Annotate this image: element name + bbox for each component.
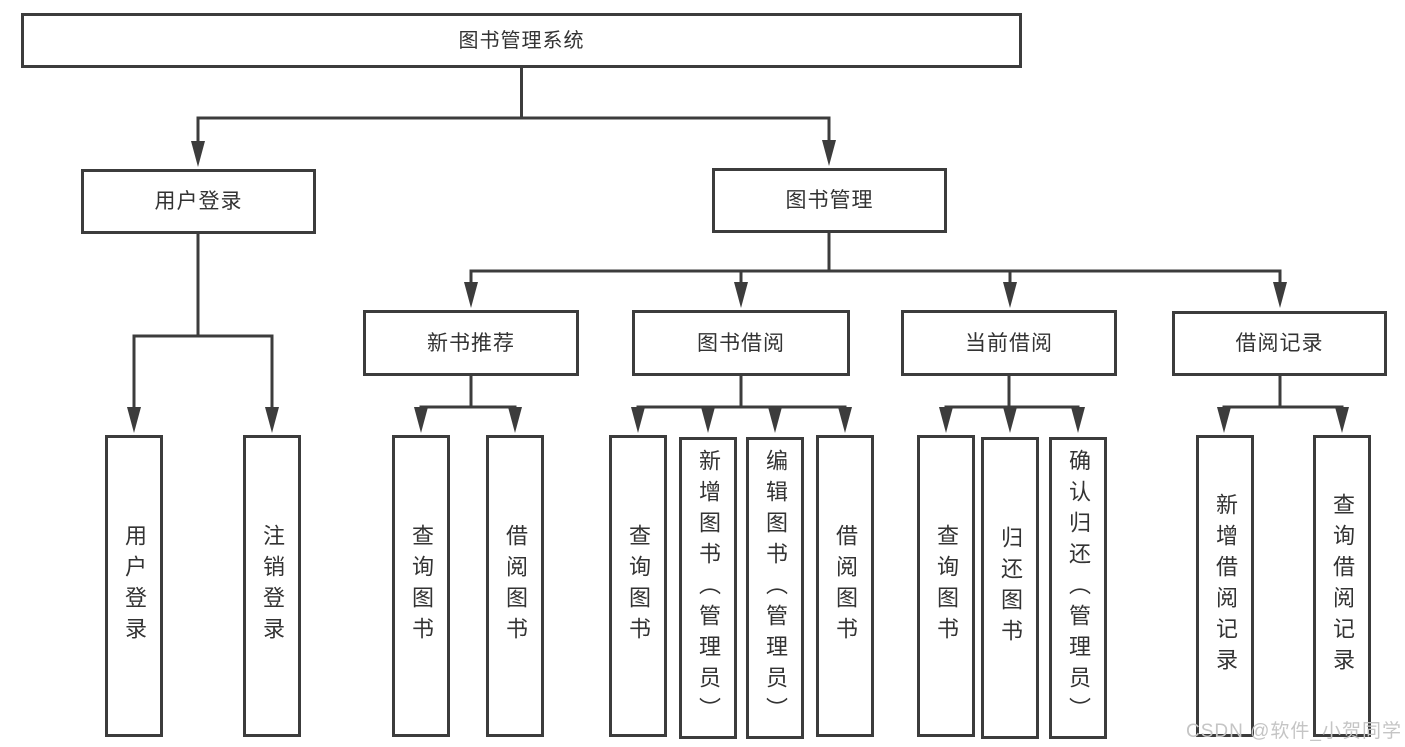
node-new-book-recommend-label: 新书推荐: [427, 331, 515, 355]
leaf-query-books-recommend: 查询图书: [392, 435, 450, 737]
leaf-add-borrow-record: 新增借阅记录: [1196, 435, 1254, 737]
leaf-query-books-recommend-label: 查询图书: [409, 524, 434, 648]
leaf-edit-book-admin-label: 编辑图书（管理员）: [763, 448, 788, 728]
leaf-user-login-label: 用户登录: [122, 524, 147, 648]
leaf-borrow-books: 借阅图书: [816, 435, 874, 737]
node-borrow-records-label: 借阅记录: [1235, 332, 1324, 355]
leaf-return-book: 归还图书: [981, 437, 1039, 739]
leaf-borrow-books-recommend: 借阅图书: [486, 435, 544, 737]
leaf-confirm-return-admin-label: 确认归还（管理员）: [1066, 448, 1091, 728]
node-book-management: 图书管理: [712, 168, 947, 233]
leaf-query-books-current: 查询图书: [917, 435, 975, 737]
leaf-add-borrow-record-label: 新增借阅记录: [1213, 493, 1238, 679]
node-new-book-recommend: 新书推荐: [363, 310, 579, 376]
node-user-login-label: 用户登录: [154, 190, 243, 213]
leaf-confirm-return-admin: 确认归还（管理员）: [1049, 437, 1107, 739]
leaf-logout: 注销登录: [243, 435, 301, 737]
node-current-borrow: 当前借阅: [901, 310, 1117, 376]
leaf-edit-book-admin: 编辑图书（管理员）: [746, 437, 804, 739]
connector-book-mgmt: [469, 233, 1282, 292]
node-user-login: 用户登录: [81, 169, 316, 234]
leaf-return-book-label: 归还图书: [998, 526, 1023, 650]
leaf-logout-label: 注销登录: [260, 524, 285, 648]
leaf-borrow-books-label: 借阅图书: [833, 524, 858, 648]
connector-book-borrow: [636, 376, 847, 418]
leaf-query-borrow-record-label: 查询借阅记录: [1330, 493, 1355, 679]
node-current-borrow-label: 当前借阅: [965, 331, 1053, 355]
leaf-query-books-current-label: 查询图书: [934, 524, 959, 648]
leaf-add-book-admin-label: 新增图书（管理员）: [696, 448, 721, 728]
node-root: 图书管理系统: [21, 13, 1022, 68]
leaf-query-books-borrow-label: 查询图书: [626, 524, 651, 648]
connector-user-login: [132, 234, 274, 418]
watermark: CSDN @软件_小贺同学: [1186, 721, 1402, 742]
node-book-borrow-label: 图书借阅: [697, 331, 785, 355]
leaf-query-borrow-record: 查询借阅记录: [1313, 435, 1371, 737]
connector-borrow-records: [1222, 376, 1344, 418]
connector-current-borrow: [944, 376, 1080, 418]
leaf-borrow-books-recommend-label: 借阅图书: [503, 524, 528, 648]
leaf-user-login: 用户登录: [105, 435, 163, 737]
node-book-management-label: 图书管理: [785, 189, 874, 212]
node-root-label: 图书管理系统: [458, 29, 585, 52]
connector-new-book-recommend: [419, 376, 517, 418]
connector-root: [196, 68, 831, 150]
leaf-add-book-admin: 新增图书（管理员）: [679, 437, 737, 739]
node-book-borrow: 图书借阅: [632, 310, 850, 376]
leaf-query-books-borrow: 查询图书: [609, 435, 667, 737]
node-borrow-records: 借阅记录: [1172, 311, 1387, 376]
